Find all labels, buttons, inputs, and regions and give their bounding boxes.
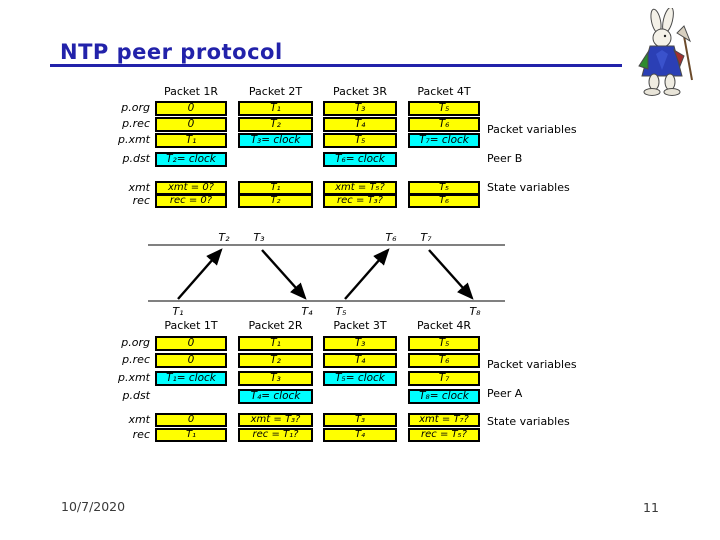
timing-diagram: T₂ T₃ T₆ T₇ T₁ T₄ T₅ T₈ [148,231,505,318]
peer-a-col1-state-rec-cell: T₁ [155,428,227,442]
arrow-packet2 [261,249,307,300]
peer-a-col2-header: Packet 2R [248,319,303,332]
timeline-label-t2: T₂ [218,231,230,244]
peer-b-col4-xmt-cell: T₇= clock [408,133,480,148]
peer-b-col1-header: Packet 1R [163,85,219,98]
timeline-label-t3: T₃ [253,231,265,244]
peer-a-col2-org-cell: T₁ [238,336,313,351]
timeline-label-t4: T₄ [301,305,313,318]
peer-b-col2-rec-cell: T₂ [238,117,313,132]
peer-b-col1-state-rec-cell: rec = 0? [155,194,227,208]
peer-b-col3-dst-cell: T₆= clock [323,152,397,167]
peer-b-col3-state-xmt-cell: xmt = T₅? [323,181,397,195]
peer-b-col2-state-xmt-cell: T₁ [238,181,313,195]
row-label-p-rec: p.rec [122,117,150,130]
arrow-packet4 [428,249,474,300]
peer-a-col1-header: Packet 1T [164,319,218,332]
peer-a-col3-state-xmt-cell: T₃ [323,413,397,427]
peer-b-packet-variables-label: Packet variables [487,123,577,136]
white-rabbit-mascot-image [638,8,693,96]
peer-a-col3-rec-cell: T₄ [323,353,397,368]
timeline-label-t8: T₈ [469,305,481,318]
peer-b-col3-state-rec-cell: rec = T₃? [323,194,397,208]
row-label-xmt-state: xmt [128,413,150,426]
peer-a-col1-state-xmt-cell: 0 [155,413,227,427]
peer-b-col1-state-xmt-cell: xmt = 0? [155,181,227,195]
page-title: NTP peer protocol [60,40,283,64]
row-label-p-xmt: p.xmt [117,371,150,384]
peer-a-label: Peer A [487,387,523,400]
row-label-p-xmt: p.xmt [117,133,150,146]
peer-b-col2-org-cell: T₁ [238,101,313,116]
peer-a-col2-state-xmt-cell: xmt = T₃? [238,413,313,427]
peer-b-col3-rec-cell: T₄ [323,117,397,132]
peer-a-col2-dst-cell: T₄= clock [238,389,313,404]
page-number: 11 [643,500,659,515]
peer-b-col3-org-cell: T₃ [323,101,397,116]
arrow-packet3 [344,248,390,300]
peer-a-col4-org-cell: T₅ [408,336,480,351]
peer-b-col2-state-rec-cell: T₂ [238,194,313,208]
peer-b-col2-xmt-cell: T₃= clock [238,133,313,148]
peer-a-col2-state-rec-cell: rec = T₁? [238,428,313,442]
timeline-label-t5: T₅ [335,305,346,318]
peer-b-col1-xmt-cell: T₁ [155,133,227,148]
peer-b-label: Peer B [487,152,523,165]
peer-b-col2-header: Packet 2T [248,85,303,98]
peer-b-col4-rec-cell: T₆ [408,117,480,132]
peer-b-col4-org-cell: T₅ [408,101,480,116]
peer-a-state-variables-label: State variables [487,415,570,428]
peer-a-col2-xmt-cell: T₃ [238,371,313,386]
peer-b-col4-state-xmt-cell: T₅ [408,181,480,195]
peer-a-col3-header: Packet 3T [333,319,387,332]
peer-b-col1-dst-cell: T₂= clock [155,152,227,167]
row-label-xmt-state: xmt [128,181,150,194]
peer-b-col1-org-cell: 0 [155,101,227,116]
peer-b-col4-state-rec-cell: T₆ [408,194,480,208]
peer-a-col1-xmt-cell: T₁= clock [155,371,227,386]
row-label-rec-state: rec [132,194,150,207]
row-label-p-dst: p.dst [122,389,150,402]
row-label-p-org: p.org [121,336,150,349]
peer-a-col4-header: Packet 4R [416,319,472,332]
footer-date: 10/7/2020 [61,499,126,514]
peer-b-col3-xmt-cell: T₅ [323,133,397,148]
peer-b-col4-header: Packet 4T [417,85,471,98]
peer-a-col1-rec-cell: 0 [155,353,227,368]
timeline-label-t1: T₁ [172,305,183,318]
timeline-label-t6: T₆ [385,231,397,244]
title-underline [50,64,622,67]
arrow-packet1 [177,248,223,300]
peer-a-col4-rec-cell: T₆ [408,353,480,368]
peer-a-col2-rec-cell: T₂ [238,353,313,368]
row-label-p-dst: p.dst [122,152,150,165]
row-label-p-org: p.org [121,101,150,114]
timeline-label-t7: T₇ [420,231,432,244]
peer-a-col3-state-rec-cell: T₄ [323,428,397,442]
peer-b-state-variables-label: State variables [487,181,570,194]
peer-b-col3-header: Packet 3R [332,85,388,98]
peer-a-col4-dst-cell: T₈= clock [408,389,480,404]
peer-b-col1-rec-cell: 0 [155,117,227,132]
peer-a-packet-variables-label: Packet variables [487,358,577,371]
peer-a-col4-state-xmt-cell: xmt = T₇? [408,413,480,427]
peer-a-col4-xmt-cell: T₇ [408,371,480,386]
peer-a-col1-org-cell: 0 [155,336,227,351]
peer-a-col3-org-cell: T₃ [323,336,397,351]
row-label-p-rec: p.rec [122,353,150,366]
peer-a-col4-state-rec-cell: rec = T₅? [408,428,480,442]
peer-a-col3-xmt-cell: T₅= clock [323,371,397,386]
row-label-rec-state: rec [132,428,150,441]
